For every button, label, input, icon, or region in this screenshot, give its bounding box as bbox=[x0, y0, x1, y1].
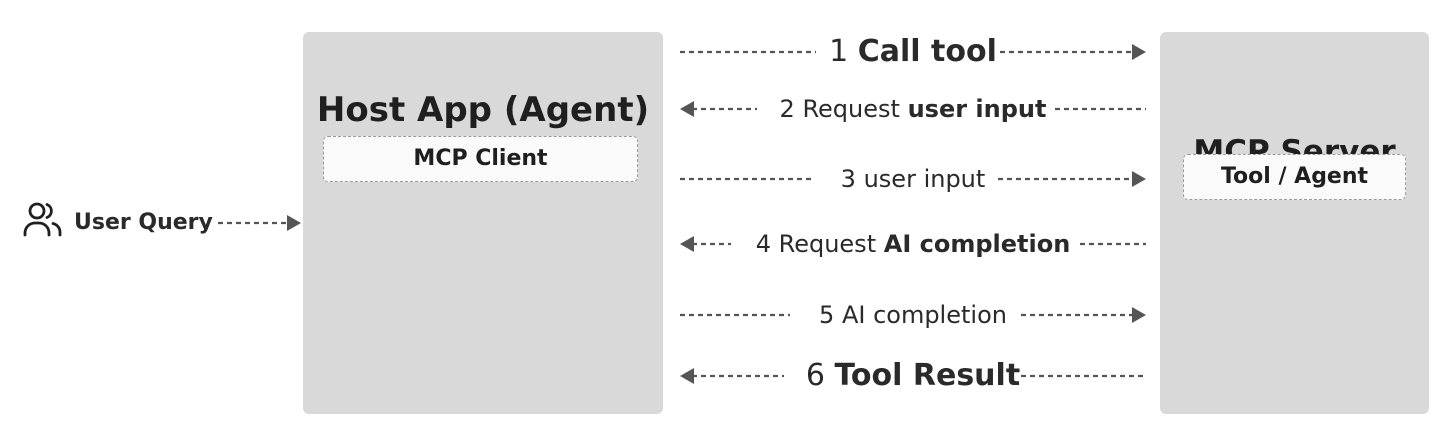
message-label-4: 4 Request AI completion bbox=[680, 229, 1146, 259]
message-number: 5 bbox=[819, 301, 835, 329]
arrowhead-left bbox=[680, 368, 694, 384]
mcp-client-box: MCP Client bbox=[323, 136, 638, 182]
arrowhead-left bbox=[680, 101, 694, 117]
message-label-6: 6 Tool Result bbox=[680, 357, 1146, 394]
message-label-1: 1 Call tool bbox=[680, 33, 1146, 70]
arrowhead-right bbox=[1132, 44, 1146, 60]
message-number: 4 bbox=[755, 230, 771, 258]
message-bold-text: user input bbox=[907, 95, 1047, 123]
mcp-server-box: MCP Server Tool / Agent bbox=[1160, 32, 1429, 414]
message-number: 1 bbox=[829, 34, 849, 69]
message-number: 3 bbox=[840, 165, 856, 193]
message-text: Request bbox=[778, 230, 877, 258]
message-label-3: 3 user input bbox=[680, 164, 1146, 194]
message-bold-text: AI completion bbox=[883, 230, 1071, 258]
message-text: AI completion bbox=[841, 301, 1007, 329]
message-number: 6 bbox=[805, 358, 825, 393]
user-query-arrowhead bbox=[287, 215, 301, 231]
user-query-label: User Query bbox=[74, 209, 213, 235]
message-text: Request bbox=[802, 95, 900, 123]
message-bold-text: Tool Result bbox=[834, 358, 1021, 393]
arrowhead-left bbox=[680, 236, 694, 252]
arrowhead-right bbox=[1132, 307, 1146, 323]
message-label-2: 2 Request user input bbox=[680, 94, 1146, 124]
message-label-5: 5 AI completion bbox=[680, 300, 1146, 330]
message-bold-text: Call tool bbox=[857, 34, 997, 69]
host-app-title: Host App (Agent) bbox=[316, 90, 650, 130]
users-icon bbox=[22, 199, 64, 245]
message-number: 2 bbox=[779, 95, 795, 123]
tool-agent-box: Tool / Agent bbox=[1183, 154, 1406, 200]
arrowhead-right bbox=[1132, 171, 1146, 187]
message-text: user input bbox=[863, 165, 986, 193]
user-query: User Query bbox=[22, 200, 213, 244]
host-app-box: Host App (Agent) MCP Client bbox=[303, 32, 663, 414]
